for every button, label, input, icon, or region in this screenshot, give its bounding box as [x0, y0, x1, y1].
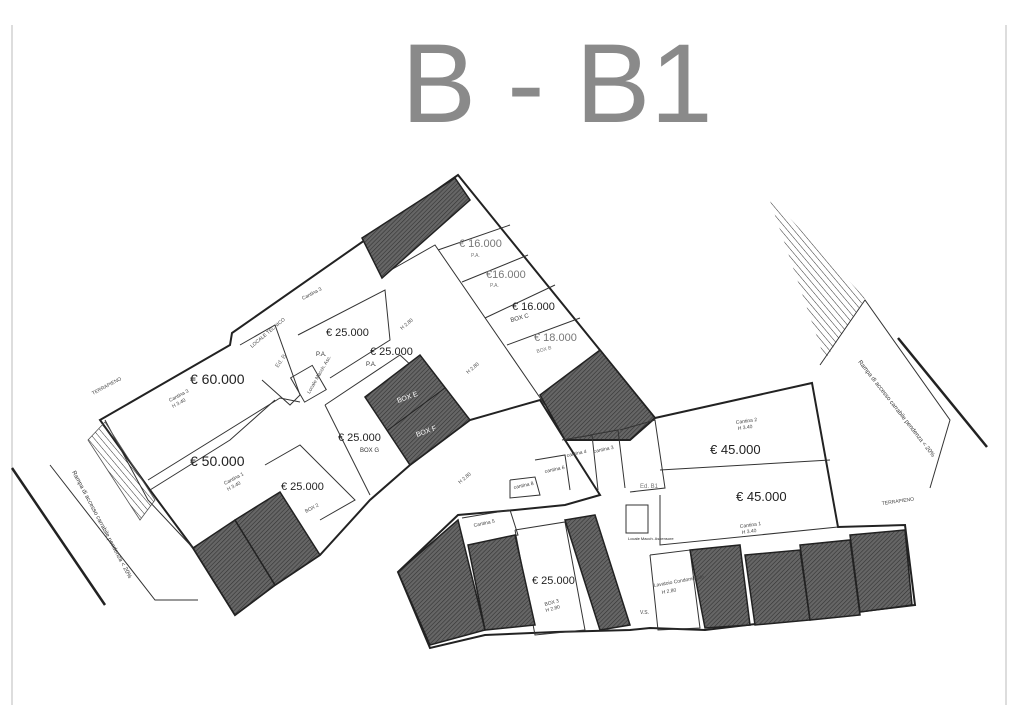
hatched-box	[689, 544, 751, 629]
wall	[659, 459, 831, 471]
box-2-label: BOX 2	[304, 502, 320, 514]
cantina-3-small-label: cantina 3	[593, 445, 614, 455]
ramp-left-wall	[10, 467, 107, 606]
cantina-1-label: Cantina 1	[739, 521, 761, 530]
vs-label: V.S.	[640, 610, 649, 616]
wall	[506, 317, 581, 346]
ramp-right-label: Rampa di accesso carrabile pendenza < 20…	[856, 360, 936, 459]
hatched-embankment	[768, 195, 865, 360]
cantina-6-room	[534, 454, 571, 491]
hatched-box	[397, 518, 486, 646]
box-e-f-area	[363, 353, 472, 467]
stair-core-ed-b	[239, 324, 301, 406]
lavatoio-room	[649, 549, 701, 631]
ramp-right-wall	[897, 337, 988, 448]
cantina-5-label: Cantina 5	[473, 519, 495, 529]
terrapieno-left: TERRAPIENO	[91, 376, 123, 397]
cantina-3-room	[589, 429, 626, 489]
cantina-2-height: H 3.40	[737, 424, 753, 432]
height-label: H 2.80	[457, 471, 472, 485]
lavatoio-height: H 2.80	[661, 587, 677, 596]
elevator-ed-b1	[625, 504, 649, 534]
wall	[297, 289, 391, 379]
price-pa-3: € 16.000	[459, 238, 502, 250]
wall	[387, 387, 446, 431]
cantina-6-small-label: cantina 6	[544, 465, 565, 475]
price-cantina-2: € 45.000	[710, 442, 761, 457]
box-b-label: BOX B	[536, 345, 553, 355]
box-c-label: BOX C	[510, 313, 530, 324]
wall	[147, 397, 301, 481]
cantina-3-top-label: Cantina 3	[301, 286, 323, 301]
wall	[149, 399, 276, 491]
ed-b1-label: Ed. B1	[640, 484, 659, 490]
locale-tecnico-label: LOCALE TECNICO	[249, 317, 286, 350]
price-cantina-1: € 45.000	[736, 489, 787, 504]
price-pa-4: €16.000	[486, 269, 526, 281]
wall	[437, 224, 511, 251]
hatched-box	[849, 529, 913, 613]
hatched-area	[361, 176, 471, 280]
wall	[461, 254, 529, 283]
price-box-g: € 25.000	[338, 432, 381, 444]
cantina-4-small-label: cantina 4	[566, 449, 587, 459]
hatched-box	[744, 549, 811, 626]
ed-b-label: Ed. B	[275, 354, 288, 369]
hatched-box	[564, 514, 631, 631]
wall	[264, 444, 356, 521]
wall	[659, 495, 839, 546]
pa-1-label: P.A.	[316, 352, 327, 358]
hatched-area	[539, 348, 657, 441]
price-box-b: € 18.000	[534, 332, 577, 344]
hatched-box	[467, 534, 536, 631]
wall	[381, 244, 546, 406]
price-pa-2: € 25.000	[370, 346, 413, 358]
locale-macchine-ed-b1: Locale Macch. Ascensore	[628, 536, 674, 541]
pa-2-label: P.A.	[366, 362, 377, 368]
pa-4-label: P.A.	[490, 283, 499, 289]
box-3-label: BOX 3	[544, 598, 560, 608]
plan-title: B - B1	[401, 21, 712, 146]
box-3-height: H 2.80	[545, 604, 561, 614]
hatched-box	[233, 490, 322, 587]
stair-core-ed-b1	[619, 419, 666, 493]
ramp-left-edge	[49, 464, 198, 601]
cantina-8-room	[509, 476, 541, 499]
wall	[324, 404, 371, 496]
height-label: H 2.80	[399, 317, 414, 331]
box-g-label: BOX G	[360, 448, 379, 454]
right-wing-outline	[396, 381, 917, 650]
height-label: H 2.80	[465, 361, 480, 375]
price-cantina-3-left: € 60.000	[190, 371, 245, 387]
pa-3-label: P.A.	[471, 253, 480, 259]
elevator-ed-b	[289, 364, 327, 403]
locale-macchine-ed-b: Locale Macch. Asc.	[306, 355, 333, 395]
cantina-1-height: H 3.40	[741, 528, 757, 536]
cantina-2-label: Cantina 2	[735, 417, 757, 426]
price-box-2: € 25.000	[281, 481, 324, 493]
terrapieno-right: TERRAPIENO	[881, 496, 914, 506]
wall	[484, 284, 556, 319]
price-box-c: € 16.000	[512, 301, 555, 313]
price-cantina-1-left: € 50.000	[190, 453, 245, 469]
price-box-3: € 25.000	[532, 575, 575, 587]
ramp-left-stairs	[87, 421, 156, 521]
hatched-box	[799, 539, 861, 621]
cantina-8-small-label: cantina 8	[513, 481, 534, 491]
price-pa-1: € 25.000	[326, 327, 369, 339]
